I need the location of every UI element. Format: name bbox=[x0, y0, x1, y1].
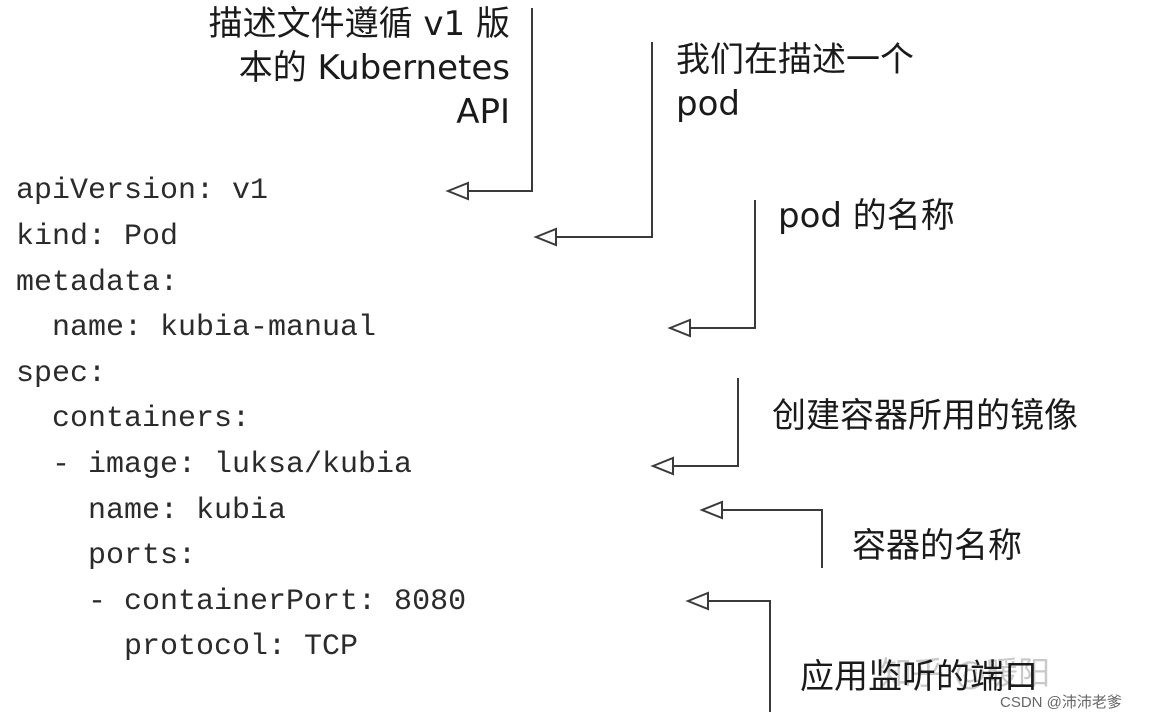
annotation-pod-name: pod 的名称 bbox=[778, 196, 955, 236]
annotation-api-version: 描述文件遵循 v1 版 本的 Kubernetes API bbox=[150, 2, 510, 134]
yaml-line-containers: containers: bbox=[16, 402, 251, 436]
annotation-container-name: 容器的名称 bbox=[852, 526, 1022, 566]
yaml-line-container-port: - containerPort: 8080 bbox=[16, 585, 467, 619]
connector-api-version bbox=[468, 8, 533, 192]
annotation-api-version-line-3: API bbox=[456, 92, 510, 132]
yaml-line-protocol: protocol: TCP bbox=[16, 630, 359, 664]
connector-port bbox=[708, 600, 771, 712]
annotation-api-version-line-2: 本的 Kubernetes bbox=[238, 48, 510, 88]
yaml-line-name: name: kubia-manual bbox=[16, 311, 377, 345]
arrowhead-api-version bbox=[445, 181, 469, 201]
annotation-kind: 我们在描述一个 pod bbox=[676, 38, 914, 126]
connector-image bbox=[673, 378, 739, 467]
yaml-line-kind: kind: Pod bbox=[16, 220, 179, 254]
annotation-kind-line-1: 我们在描述一个 bbox=[676, 40, 914, 80]
yaml-line-apiversion: apiVersion: v1 bbox=[16, 174, 269, 208]
arrowhead-container-name bbox=[699, 500, 723, 520]
annotation-port: 应用监听的端口 bbox=[800, 657, 1038, 697]
connector-pod-name bbox=[690, 200, 756, 329]
annotation-kind-line-2: pod bbox=[676, 84, 740, 124]
watermark-text: 知乎 @暖阳 bbox=[880, 654, 1051, 692]
connector-container-name bbox=[722, 509, 823, 568]
connector-kind bbox=[556, 42, 653, 238]
yaml-line-container-name: name: kubia bbox=[16, 494, 287, 528]
annotation-image: 创建容器所用的镜像 bbox=[772, 396, 1078, 436]
yaml-line-image: - image: luksa/kubia bbox=[16, 448, 413, 482]
arrowhead-kind bbox=[533, 227, 557, 247]
arrowhead-pod-name bbox=[667, 318, 691, 338]
arrowhead-port bbox=[685, 591, 709, 611]
yaml-line-spec: spec: bbox=[16, 357, 107, 391]
csdn-credit: CSDN @沛沛老爹 bbox=[1000, 694, 1122, 711]
yaml-line-ports: ports: bbox=[16, 539, 197, 573]
yaml-line-metadata: metadata: bbox=[16, 266, 179, 300]
arrowhead-image bbox=[650, 456, 674, 476]
annotation-api-version-line-1: 描述文件遵循 v1 版 bbox=[208, 4, 510, 44]
